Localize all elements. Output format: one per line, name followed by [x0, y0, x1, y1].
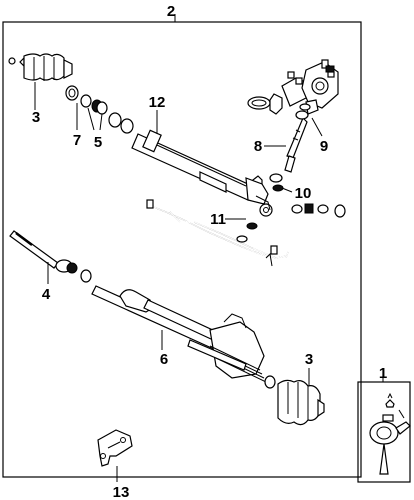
- callout-6: 6: [160, 351, 168, 368]
- oil-seal-rings: [269, 173, 284, 192]
- leader-5: [87, 107, 103, 131]
- callout-13: 13: [113, 484, 130, 500]
- steering-housing: [131, 129, 273, 217]
- tie-rod-end-frame: [357, 381, 411, 483]
- pinion-seal: [295, 103, 311, 120]
- upper-boot: [8, 53, 73, 81]
- callout-8: 8: [254, 138, 262, 155]
- callout-2: 2: [167, 3, 175, 20]
- upper-seals: [80, 94, 134, 134]
- tube-fittings: [291, 203, 346, 218]
- callout-3-lower: 3: [305, 351, 313, 368]
- callout-7: 7: [73, 132, 81, 149]
- lower-boot: [264, 375, 325, 426]
- inner-tie-rod: [9, 230, 78, 274]
- callout-9: 9: [320, 138, 328, 155]
- main-assembly-frame: [2, 21, 362, 478]
- steering-rack: [80, 269, 267, 383]
- callout-10: 10: [295, 185, 312, 202]
- callout-11: 11: [210, 211, 226, 228]
- callout-1: 1: [379, 365, 387, 382]
- leader-9: [311, 117, 323, 137]
- callout-3-upper: 3: [32, 109, 40, 126]
- leader-10: [281, 187, 293, 193]
- mounting-bracket: [97, 429, 133, 467]
- tie-rod-end: [369, 392, 411, 475]
- callout-12: 12: [149, 94, 166, 111]
- pressure-tubes: [146, 199, 289, 267]
- valve-body: [247, 59, 339, 115]
- callout-5: 5: [94, 134, 102, 151]
- pinion-shaft: [284, 116, 308, 173]
- upper-clamp-ring: [65, 85, 79, 101]
- callout-4: 4: [42, 286, 51, 303]
